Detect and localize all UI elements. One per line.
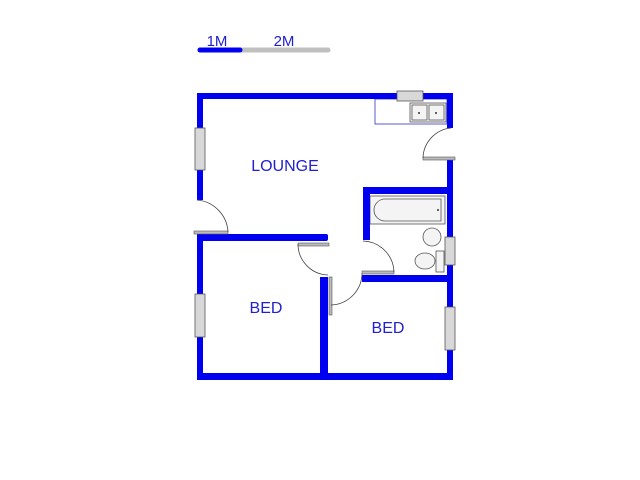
room-label-bed-1: BED — [250, 300, 283, 317]
walls — [197, 93, 453, 380]
window-kitchen-north — [396, 90, 424, 102]
window-lounge-west — [194, 127, 206, 171]
toilet — [414, 250, 445, 273]
door-entrance-west[interactable] — [193, 199, 229, 235]
room-label-lounge: LOUNGE — [251, 158, 319, 175]
door-bed1[interactable] — [297, 242, 330, 276]
window-bath-east — [444, 236, 456, 266]
door-kitchen-east[interactable] — [422, 127, 456, 161]
window-bed2-east — [444, 306, 456, 351]
scale-label-1m: 1M — [207, 33, 228, 50]
bathtub — [369, 195, 446, 225]
door-bed2[interactable] — [328, 272, 363, 316]
window-bed1-west — [194, 293, 206, 338]
room-label-bed-2: BED — [372, 320, 405, 337]
kitchen-sink — [409, 102, 447, 123]
scale-label-2m: 2M — [274, 33, 295, 50]
scale-bar: 1M 2M — [197, 33, 331, 53]
door-bathroom[interactable] — [361, 240, 395, 275]
basin — [422, 227, 442, 247]
